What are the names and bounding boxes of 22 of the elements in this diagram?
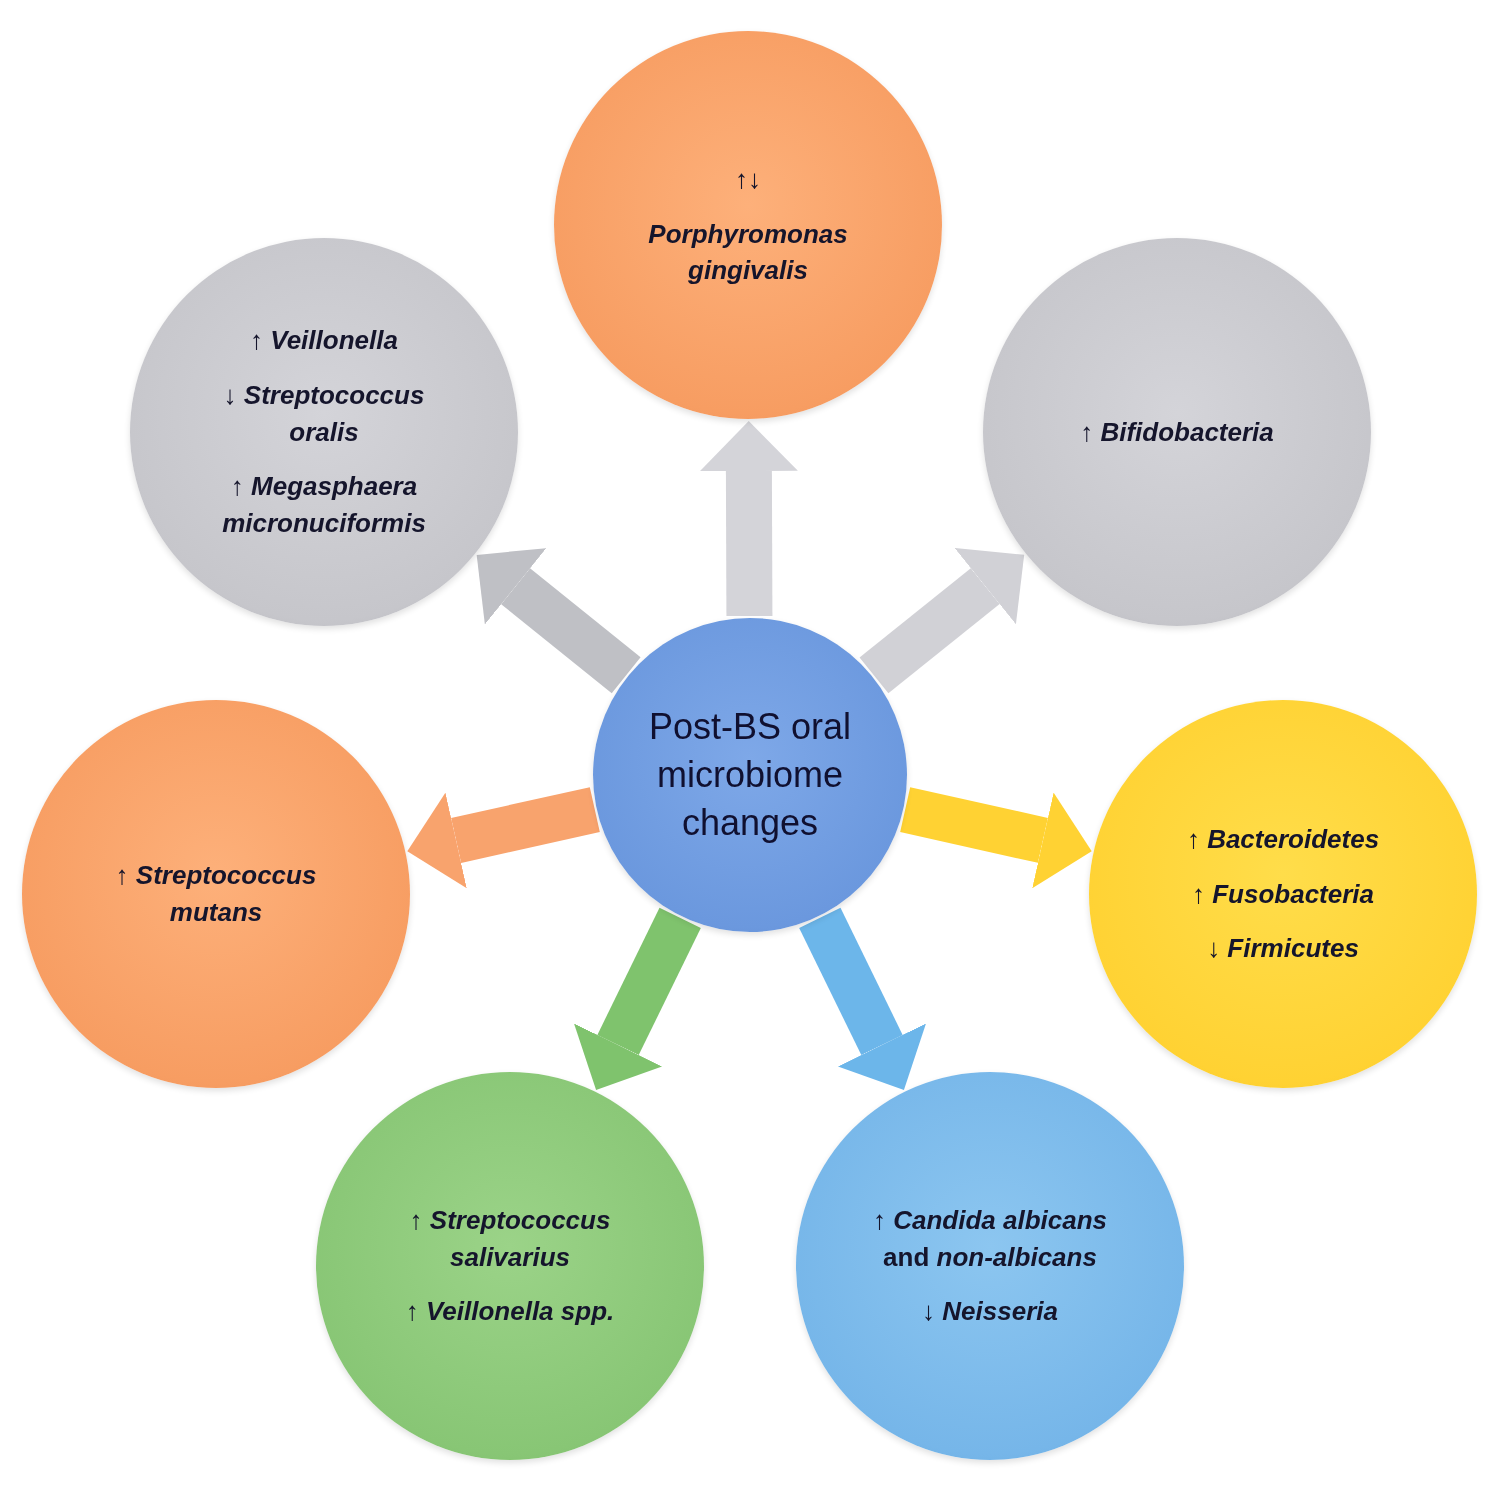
taxon-label: ↑ Veillonella <box>250 323 398 357</box>
taxon-label: Porphyromonas gingivalis <box>647 217 849 288</box>
taxon-label: ↑ Candida albicans and non-albicans <box>871 1203 1109 1274</box>
taxon-label: ↑ Bacteroidetes <box>1186 822 1380 856</box>
taxon-label: ↑↓ <box>735 162 761 196</box>
block-arrow <box>574 907 701 1090</box>
taxon-label: ↑ Fusobacteria <box>1191 877 1375 911</box>
block-arrow <box>859 547 1025 694</box>
block-arrow <box>799 907 926 1090</box>
taxon-label: ↓ Streptococcus oralis <box>222 378 426 449</box>
block-arrow <box>699 421 798 617</box>
block-arrow <box>900 787 1092 889</box>
hub-title: Post-BS oral microbiome changes <box>647 705 853 845</box>
taxon-label: ↑ Megasphaera micronuciformis <box>221 470 427 541</box>
taxon-label: ↑ Veillonella spp. <box>405 1295 615 1329</box>
block-arrow <box>476 548 641 694</box>
taxon-label: ↑ Streptococcus mutans <box>114 859 318 929</box>
taxon-label: ↓ Neisseria <box>922 1295 1058 1329</box>
taxon-label: ↑ Bifidobacteria <box>1080 415 1274 449</box>
taxon-label: ↑ Streptococcus salivarius <box>408 1203 612 1274</box>
taxon-label: ↓ Firmicutes <box>1207 932 1359 966</box>
block-arrow <box>407 787 600 889</box>
